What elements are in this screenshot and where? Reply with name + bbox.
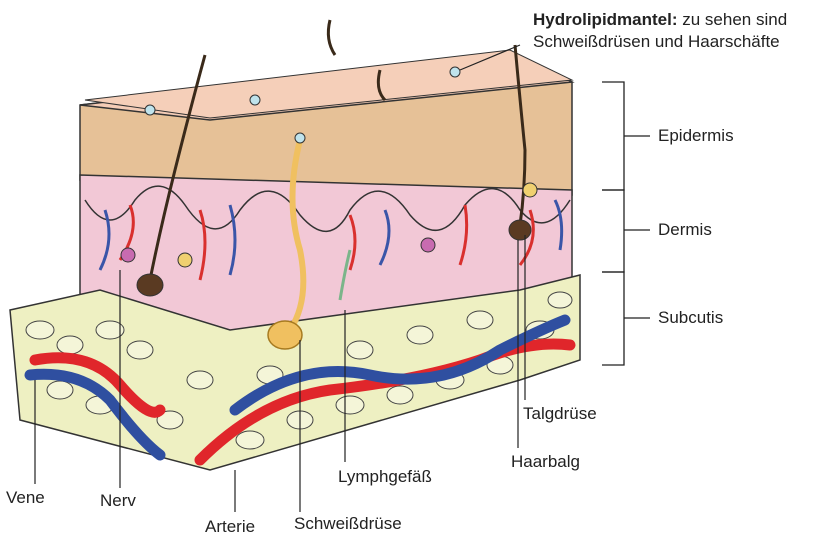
- nerve-ending-left: [121, 248, 135, 262]
- hair-bulb-right: [509, 220, 531, 240]
- hydrolipid-title: Hydrolipidmantel:: [533, 10, 678, 29]
- bracket-subcutis: [602, 272, 650, 365]
- sebaceous-gland-right: [523, 183, 537, 197]
- label-talgdruese: Talgdrüse: [523, 404, 597, 424]
- hydrolipid-callout-line2: Schweißdrüsen und Haarschäfte: [533, 32, 780, 52]
- nerve-ending-right: [421, 238, 435, 252]
- hydrolipid-text-1: zu sehen sind: [682, 10, 787, 29]
- label-nerv: Nerv: [100, 491, 136, 511]
- hair-bulb-left: [137, 274, 163, 296]
- label-vene: Vene: [6, 488, 45, 508]
- bracket-epidermis: [602, 82, 650, 190]
- label-arterie: Arterie: [205, 517, 255, 537]
- label-lymphgefaess: Lymphgefäß: [338, 467, 432, 487]
- bracket-dermis: [602, 190, 650, 272]
- label-subcutis: Subcutis: [658, 308, 723, 328]
- label-epidermis: Epidermis: [658, 126, 734, 146]
- label-haarbalg: Haarbalg: [511, 452, 580, 472]
- label-dermis: Dermis: [658, 220, 712, 240]
- sebaceous-gland-left: [178, 253, 192, 267]
- hydrolipid-callout-line1: Hydrolipidmantel: zu sehen sind: [533, 10, 787, 30]
- sweat-gland-coil: [268, 321, 302, 349]
- label-schweissdruese: Schweißdrüse: [294, 514, 402, 534]
